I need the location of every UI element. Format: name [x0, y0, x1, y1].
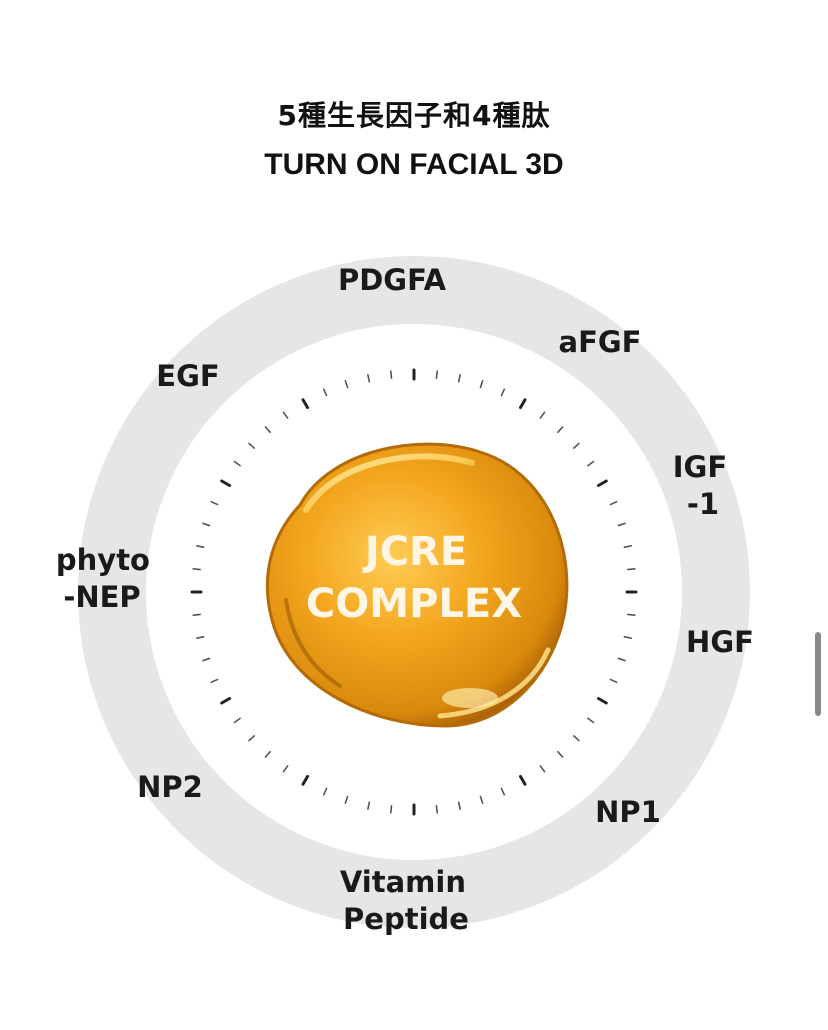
minor-tick [627, 613, 636, 617]
minor-tick [233, 460, 241, 467]
minor-tick [479, 795, 484, 804]
label-egf: EGF [156, 359, 219, 393]
minor-tick [435, 370, 439, 379]
major-tick [220, 697, 232, 705]
core-label-line2: COMPLEX [306, 581, 522, 627]
minor-tick [322, 388, 328, 397]
minor-tick [389, 805, 393, 814]
minor-tick [248, 442, 256, 449]
title-english: TURN ON FACIAL 3D [264, 148, 564, 181]
title-chinese: 5種生長因子和4種肽 [277, 99, 551, 132]
scrollbar-thumb[interactable] [815, 632, 821, 716]
minor-tick [322, 787, 328, 796]
major-tick [301, 774, 309, 786]
minor-tick [210, 500, 219, 506]
minor-tick [264, 426, 271, 434]
minor-tick [627, 567, 636, 571]
major-tick [301, 398, 309, 410]
minor-tick [557, 750, 564, 758]
minor-tick [196, 545, 205, 549]
label-np1: NP1 [595, 795, 661, 829]
label-vitamin-peptide: Vitamin Peptide [340, 865, 476, 936]
minor-tick [457, 801, 461, 810]
minor-tick [192, 567, 201, 571]
minor-tick [367, 801, 371, 810]
minor-tick [248, 735, 256, 742]
minor-tick [609, 500, 618, 506]
minor-tick [623, 635, 632, 639]
minor-tick [587, 460, 595, 467]
minor-tick [617, 522, 626, 527]
minor-tick [557, 426, 564, 434]
minor-tick [202, 522, 211, 527]
minor-tick [202, 657, 211, 662]
minor-tick [282, 411, 289, 419]
tick-dial [190, 368, 638, 816]
minor-tick [609, 678, 618, 684]
label-np2: NP2 [137, 770, 203, 804]
minor-tick [344, 795, 349, 804]
label-phyto-nep: phyto -NEP [56, 543, 160, 614]
minor-tick [344, 380, 349, 389]
minor-tick [479, 380, 484, 389]
minor-tick [617, 657, 626, 662]
minor-tick [192, 613, 201, 617]
label-pdgfa: PDGFA [338, 263, 447, 297]
minor-tick [389, 370, 393, 379]
minor-tick [282, 765, 289, 773]
minor-tick [196, 635, 205, 639]
minor-tick [457, 374, 461, 383]
minor-tick [500, 787, 506, 796]
major-tick [519, 774, 527, 786]
minor-tick [572, 735, 580, 742]
major-tick [220, 479, 232, 487]
minor-tick [435, 805, 439, 814]
outer-ring [78, 256, 750, 928]
label-igf-1: IGF -1 [673, 450, 738, 521]
minor-tick [367, 374, 371, 383]
minor-tick [587, 717, 595, 724]
minor-tick [210, 678, 219, 684]
label-hgf: HGF [686, 625, 754, 659]
minor-tick [539, 411, 546, 419]
major-tick [596, 697, 608, 705]
minor-tick [233, 717, 241, 724]
major-tick [596, 479, 608, 487]
label-afgf: aFGF [559, 325, 642, 359]
minor-tick [572, 442, 580, 449]
jcre-core-blob [265, 442, 569, 728]
minor-tick [623, 545, 632, 549]
major-tick [519, 398, 527, 410]
core-label-line1: JCRE [362, 529, 467, 575]
minor-tick [500, 388, 506, 397]
minor-tick [264, 750, 271, 758]
minor-tick [539, 765, 546, 773]
